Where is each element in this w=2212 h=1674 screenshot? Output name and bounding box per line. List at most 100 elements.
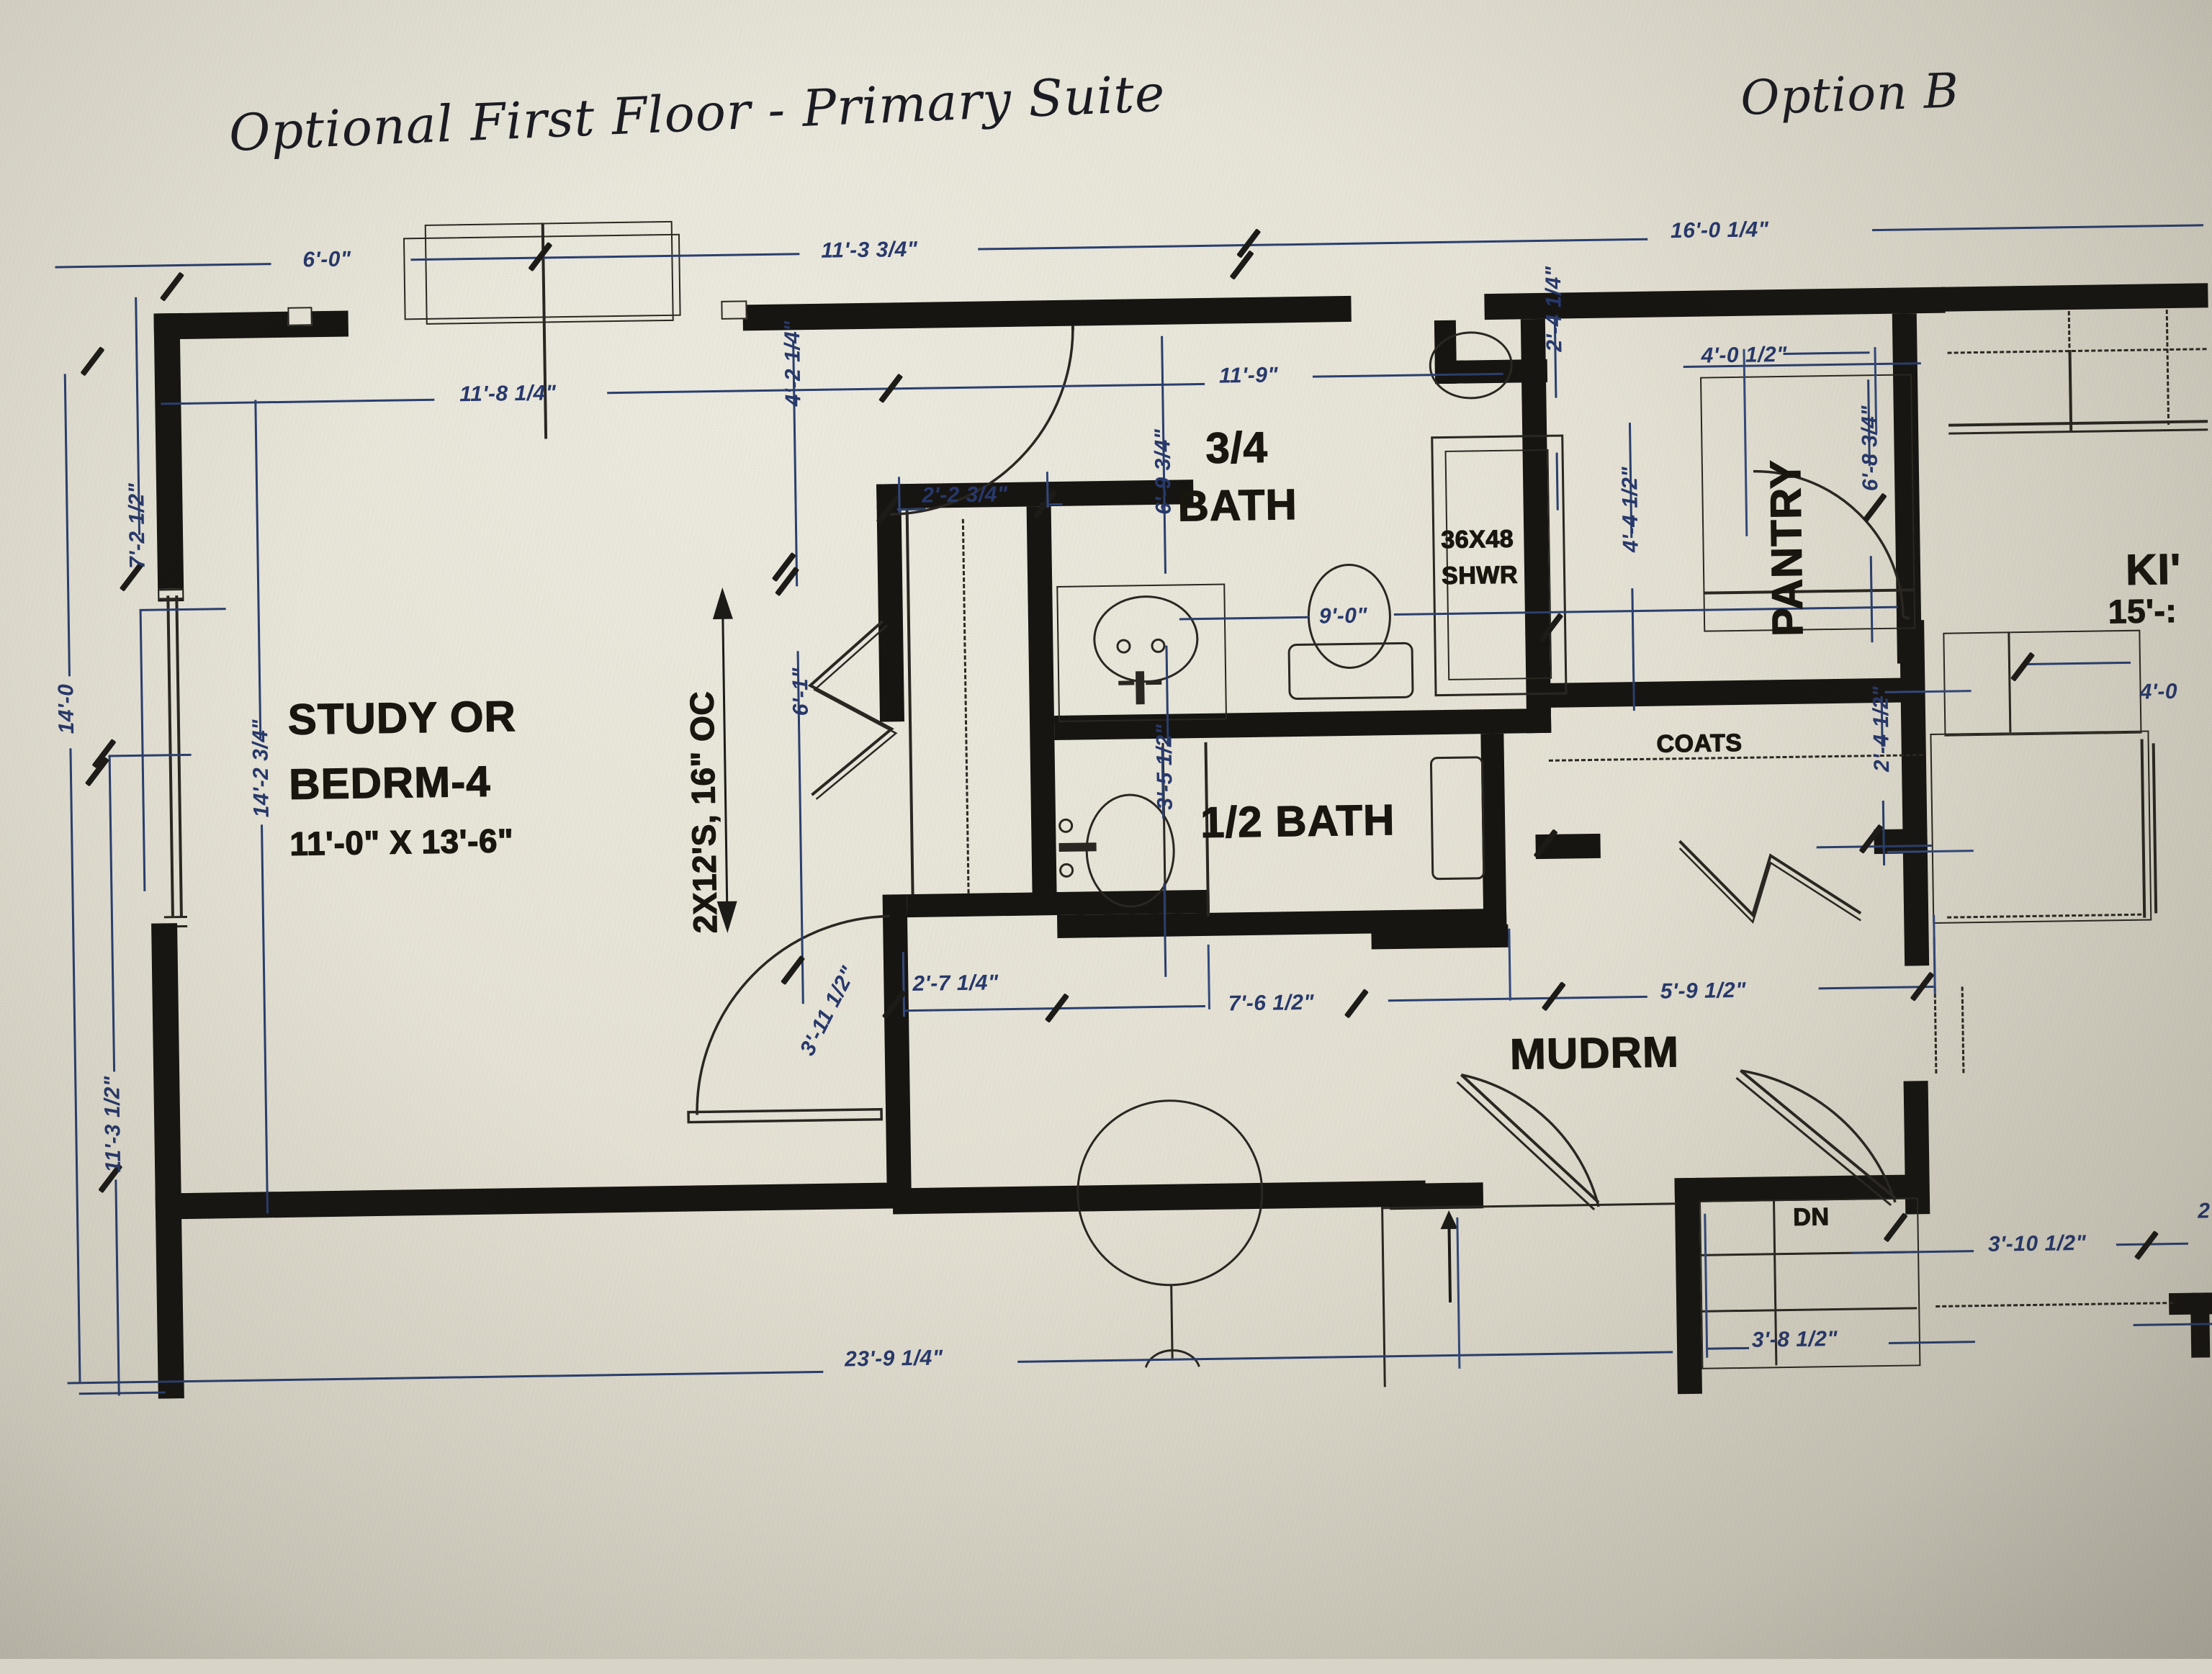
ceiling-fixture-symbol [1071, 1098, 1270, 1410]
wall-mud-stair-v [1675, 1178, 1702, 1394]
dim-2nd-1: 11'-9" [1219, 363, 1279, 388]
dimline-2-2-left [897, 508, 926, 511]
sheet-option-handwritten: Option B [1740, 63, 1960, 126]
dim-2nd-2: 4'-0 1/2" [1701, 343, 1787, 369]
kitchen-counter-top2 [1948, 428, 2208, 434]
dim-left-1: 14'-2 3/4" [248, 719, 274, 818]
room-label-coats: COATS [1656, 729, 1743, 759]
faucet-handle-bath34-r [1146, 680, 1161, 685]
dimline-left-g [109, 755, 116, 1071]
dim-tick-misc-6 [1344, 989, 1369, 1018]
door-swing-mud-a [1416, 1071, 1606, 1218]
window-glass-left [166, 595, 174, 923]
dimline-left-d [69, 748, 81, 1382]
room-label-study-size: 11'-0" X 13'-6" [289, 821, 514, 863]
dim-top-1: 11'-3 3/4" [821, 238, 918, 264]
annotation-shower-size: 36X48 [1441, 526, 1514, 554]
dim-tick-misc-1 [160, 271, 184, 301]
room-label-kitchen-size: 15'-: [2108, 591, 2177, 631]
dimline-left-e [254, 400, 261, 738]
kitchen-cab-line [2069, 350, 2073, 431]
dim-bot-5: 2 [2198, 1199, 2211, 1223]
wall-dashed-right-a [1936, 1302, 2173, 1308]
dim-right-0: 4'-0 [2139, 680, 2177, 705]
kitchen-upper-cab-dashed-v [2068, 311, 2071, 354]
dim-left-0: 7'-2 1/2" [125, 482, 150, 569]
door-swing-mud-b [1697, 1067, 1908, 1214]
dim-left-2: 14'-0 [54, 683, 79, 734]
dimline-left-f [261, 824, 269, 1213]
room-label-pantry: PANTRY [1761, 459, 1813, 636]
door-swing-study [694, 916, 922, 1207]
dim-bot-3: 3'-8 1/2" [1752, 1327, 1838, 1353]
dimline-bottom-3-8-b [1889, 1341, 1975, 1344]
dim-int-4: 6'-8 3/4" [1858, 405, 1884, 492]
toilet-tank-bath34 [1287, 642, 1413, 701]
dim-int-2: 2'-4 1/4" [1542, 266, 1568, 352]
dim-int-1: 6'-9 3/4" [1151, 428, 1177, 515]
dim-bot-4: 3'-10 1/2" [1988, 1231, 2087, 1257]
wall-exterior-left-upper [153, 313, 184, 601]
kitchen-base-cabinet-lower [1930, 730, 2152, 923]
dimwitness-bot-3 [1508, 929, 1511, 1001]
kitchen-cab-front-b [2152, 743, 2158, 913]
dimline-top-a [55, 263, 271, 268]
dim-int-5: 6'-1" [788, 667, 814, 716]
faucet-handle-bath34-l [1118, 680, 1134, 685]
dimwitness-left-2 [140, 608, 226, 611]
annotation-stair-dn: DN [1793, 1203, 1830, 1232]
dimline-top-d [1872, 224, 2203, 231]
landing-edge-b [1381, 1207, 1386, 1387]
kitchen-upper-cab-dashed-v2 [2166, 310, 2170, 425]
wall-exterior-top-mid [742, 296, 1351, 331]
wall-halfbath-jog [1371, 924, 1508, 950]
wall-coats-east [1899, 620, 1929, 966]
faucet-bath34 [1136, 671, 1145, 704]
dim-bot-0: 7'-6 1/2" [1228, 991, 1315, 1017]
dimwitness-right-a [1933, 937, 1936, 994]
kitchen-base-cabinet-upper [1943, 630, 2141, 737]
room-label-kitchen: KI' [2126, 544, 2182, 595]
toilet-supply-halfbath [1059, 842, 1097, 852]
bifold-door-coats [1679, 829, 1868, 926]
window-glass-left-2 [175, 595, 183, 923]
sheet-title-handwritten: Optional First Floor - Primary Suite [228, 64, 1166, 163]
dim-top-0: 6'-0" [302, 247, 351, 272]
room-label-bath34-line1: 3/4 [1205, 423, 1268, 473]
window-jamb-left [287, 307, 312, 326]
toilet-valve-halfbath-a [1058, 819, 1073, 833]
dim-left-3: 11'-3 1/2" [100, 1076, 126, 1173]
dim-int-7: 2'-4 1/2" [1869, 685, 1894, 772]
annotation-shower-label: SHWR [1442, 561, 1518, 590]
dimwitness-bot-2 [1208, 945, 1210, 1009]
vanity-halfbath [1430, 756, 1485, 880]
dim-int-0: 4'-2 1/4" [781, 320, 806, 407]
dim-misc-2: 2'-7 1/4" [912, 971, 999, 996]
dim-int-3: 4'-4 1/2" [1618, 467, 1644, 553]
wall-exterior-top-left [153, 311, 349, 340]
wall-dashed-right-c [1961, 986, 1965, 1073]
dim-tick-misc-10 [80, 346, 104, 376]
dim-misc-1: 9'-0" [1319, 604, 1368, 629]
closet-shelf-edge [906, 510, 914, 894]
dimline-pantry-a [1784, 351, 1870, 355]
dimline-left-c [64, 374, 71, 676]
room-label-halfbath: 1/2 BATH [1200, 795, 1395, 847]
closet-shelf-dashed [962, 519, 970, 894]
window-jamb-right [721, 300, 747, 320]
dimline-3-10-b [2116, 1243, 2188, 1246]
dimline-int-n [1882, 801, 1885, 865]
sink-secondary [1429, 331, 1513, 400]
window-left-upper [159, 588, 182, 600]
toilet-valve-halfbath-b [1059, 863, 1074, 878]
dim-int-6: 3'-5 1/2" [1152, 724, 1178, 810]
room-label-mudrm: MUDRM [1509, 1027, 1679, 1079]
direction-arrow-mudrm [1434, 1210, 1465, 1305]
annotation-joist-note: 2X12'S, 16" OC [682, 691, 724, 934]
dimline-bot-b [1388, 996, 1647, 1002]
dimline-top-c [978, 238, 1647, 251]
dimwitness-left-3 [79, 1391, 166, 1395]
bifold-door-upper [805, 621, 902, 802]
dim-misc-0: 2'-2 3/4" [922, 482, 1008, 508]
